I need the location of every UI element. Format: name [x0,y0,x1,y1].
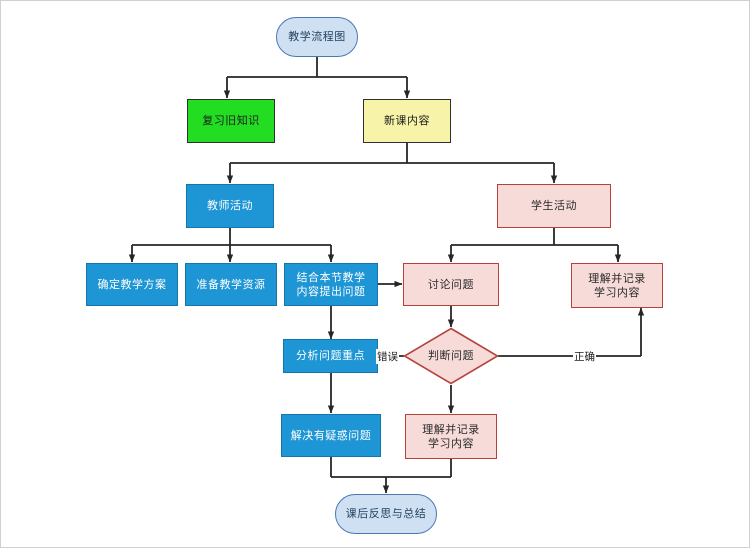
node-determine-teaching-plan-label: 确定教学方案 [97,277,167,291]
edge-label-wrong: 错误 [376,349,399,364]
node-understand-record-top[interactable]: 理解并记录 学习内容 [571,263,663,308]
node-resolve-doubts[interactable]: 解决有疑惑问题 [281,414,381,457]
node-new-content[interactable]: 新课内容 [363,99,451,143]
node-start-label: 教学流程图 [288,30,346,44]
node-understand-record-bottom[interactable]: 理解并记录 学习内容 [405,414,497,459]
decision-diamond-shape [403,327,499,385]
node-judge-question-label: 判断问题 [428,349,474,363]
node-end[interactable]: 课后反思与总结 [335,494,437,534]
node-analyze-key-points-label: 分析问题重点 [296,349,365,363]
node-start[interactable]: 教学流程图 [276,17,358,57]
node-resolve-doubts-label: 解决有疑惑问题 [290,428,372,442]
node-discuss-questions-label: 讨论问题 [428,277,474,291]
node-prepare-teaching-resources[interactable]: 准备教学资源 [185,263,277,306]
node-student-activity-label: 学生活动 [531,199,577,213]
node-understand-record-top-label: 理解并记录 学习内容 [588,271,646,299]
node-review-old-knowledge[interactable]: 复习旧知识 [187,99,275,143]
node-prepare-teaching-resources-label: 准备教学资源 [196,277,266,291]
node-analyze-key-points[interactable]: 分析问题重点 [283,339,378,373]
node-raise-questions[interactable]: 结合本节教学 内容提出问题 [284,263,378,306]
node-discuss-questions[interactable]: 讨论问题 [403,263,499,306]
node-end-label: 课后反思与总结 [345,507,427,521]
edge-label-correct: 正确 [573,349,596,364]
node-understand-record-bottom-label: 理解并记录 学习内容 [422,422,480,450]
node-review-old-knowledge-label: 复习旧知识 [202,114,260,128]
node-teacher-activity[interactable]: 教师活动 [186,184,274,228]
node-judge-question[interactable]: 判断问题 [403,327,499,385]
node-new-content-label: 新课内容 [384,114,430,128]
node-teacher-activity-label: 教师活动 [207,199,253,213]
node-determine-teaching-plan[interactable]: 确定教学方案 [86,263,178,306]
node-student-activity[interactable]: 学生活动 [497,184,611,228]
node-raise-questions-label: 结合本节教学 内容提出问题 [296,270,366,298]
